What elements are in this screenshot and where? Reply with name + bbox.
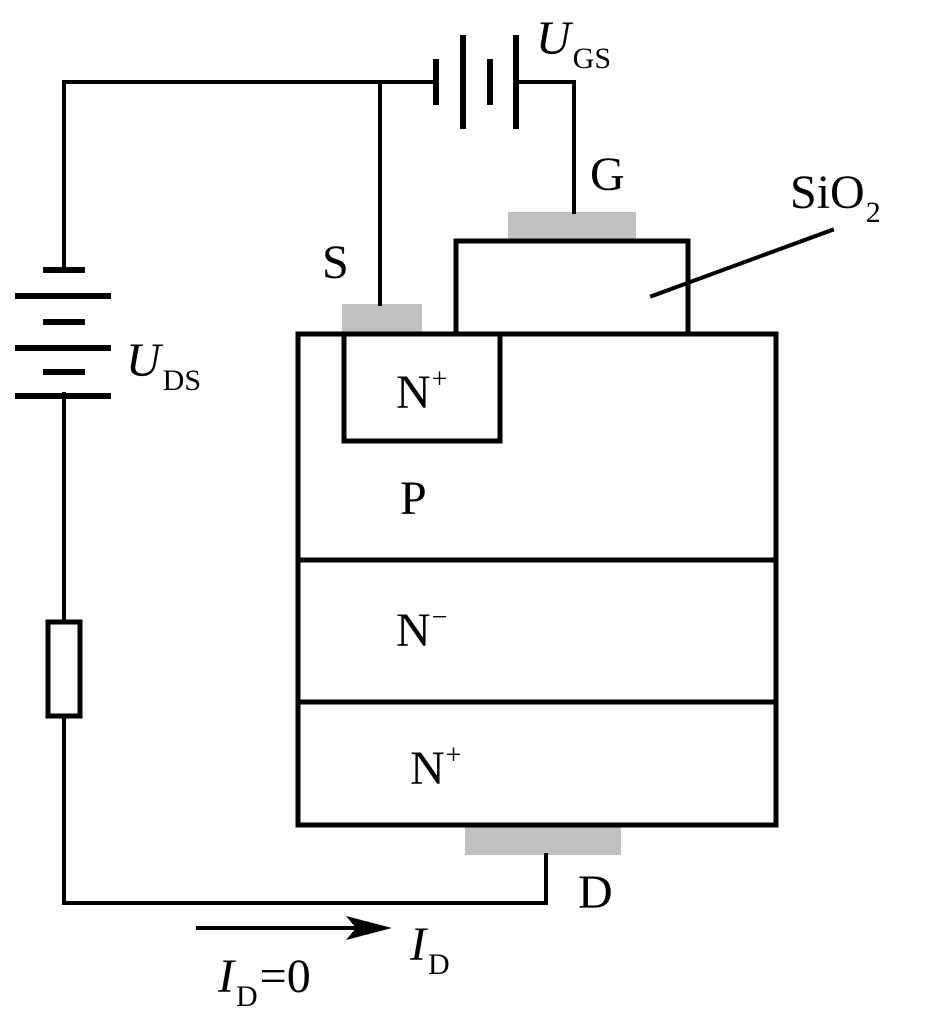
id-zero-label: ID=0: [217, 950, 311, 1013]
device-body-nplus-substrate: [295, 699, 779, 828]
load-resistor: [45, 619, 83, 719]
source-contact: [342, 304, 422, 334]
wire-to-gate: [514, 80, 576, 214]
drain-label: D: [578, 866, 613, 919]
ugs-label: UGS: [536, 12, 611, 75]
id-arrow-label: ID: [409, 918, 450, 981]
device-body-nminus-region: [295, 557, 779, 705]
gate-oxide-sio2: [453, 238, 691, 337]
current-arrow-head: [346, 916, 392, 940]
nminus-label: N−: [396, 602, 447, 657]
ugs-battery-symbol: [433, 35, 519, 129]
gate-contact: [508, 212, 636, 242]
wire-bottom-to-drain: [62, 714, 548, 905]
wire-top-left: [62, 80, 438, 272]
uds-label: UDS: [126, 334, 201, 397]
nplus-substrate-label: N+: [410, 740, 461, 795]
nplus-source-label: N+: [396, 364, 447, 419]
source-label: S: [322, 236, 349, 289]
gate-label: G: [590, 148, 625, 201]
nplus-source-well: [341, 331, 503, 444]
drain-contact: [465, 825, 621, 855]
uds-battery-symbol: [15, 267, 111, 399]
oxide-leader-line: [649, 227, 835, 299]
p-region-label: P: [400, 472, 427, 525]
oxide-label: SiO2: [790, 166, 881, 229]
